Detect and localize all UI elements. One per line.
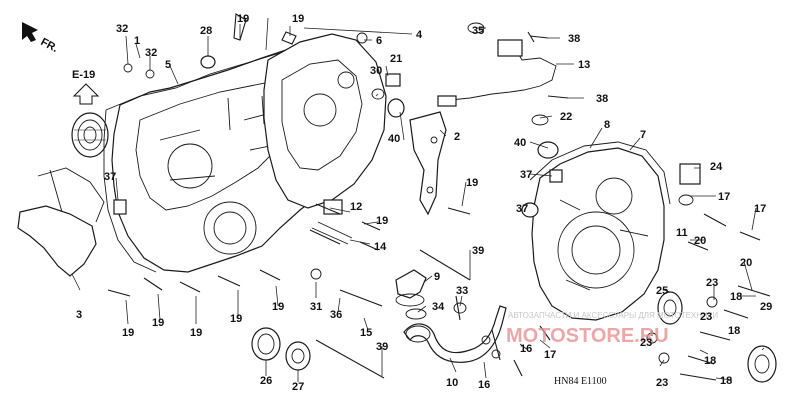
front-arrow-icon: FR. xyxy=(22,22,60,55)
callout-label: 19 xyxy=(292,13,304,25)
callout-label: 28 xyxy=(200,25,212,37)
callout-label: 24 xyxy=(710,161,723,173)
sensor-harness xyxy=(437,39,557,107)
callout-label: 23 xyxy=(706,277,718,289)
callout-label: 19 xyxy=(190,327,202,339)
callout-label: 16 xyxy=(478,379,490,391)
callout-label: 19 xyxy=(466,177,478,189)
callout-label: 14 xyxy=(374,241,387,253)
reference-label: E-19 xyxy=(72,69,95,81)
callout-label: 19 xyxy=(237,13,249,25)
callout-label: 21 xyxy=(390,53,402,65)
callout-label: 23 xyxy=(700,311,712,323)
callout-label: 31 xyxy=(310,301,322,313)
callout-label: 18 xyxy=(720,375,732,387)
callout-label: 26 xyxy=(260,375,272,387)
small-parts xyxy=(113,22,718,364)
front-label: FR. xyxy=(39,36,60,55)
callout-label: 13 xyxy=(578,59,590,71)
callout-label: 22 xyxy=(560,111,572,123)
filler-cap xyxy=(395,269,427,307)
cover-plate xyxy=(17,167,105,277)
callout-label: 17 xyxy=(754,203,766,215)
callout-label: 25 xyxy=(656,285,668,297)
callout-label: 19 xyxy=(272,301,284,313)
callout-label: 32 xyxy=(116,23,128,35)
callout-label: 9 xyxy=(434,271,440,283)
callout-label: 12 xyxy=(350,201,362,213)
callout-label: 5 xyxy=(165,59,171,71)
callout-label: 20 xyxy=(694,235,706,247)
callout-label: 1 xyxy=(134,35,140,47)
callout-label: 35 xyxy=(472,25,484,37)
bearing-icon xyxy=(71,112,109,158)
callout-label: 27 xyxy=(292,381,304,393)
bearing-26 xyxy=(251,327,281,361)
callout-label: 19 xyxy=(376,215,388,227)
callout-label: 37 xyxy=(104,171,116,183)
callout-label: 17 xyxy=(544,349,556,361)
callouts: 32 1 32 5 28 19 19 4 6 30 21 35 38 13 38… xyxy=(76,13,772,393)
leader-lines xyxy=(71,17,765,382)
callout-label: 7 xyxy=(640,129,646,141)
callout-label: 18 xyxy=(704,355,716,367)
up-arrow-icon xyxy=(72,83,100,105)
seal-29 xyxy=(747,345,777,383)
callout-label: 3 xyxy=(76,309,82,321)
callout-label: 17 xyxy=(718,191,730,203)
o-ring xyxy=(405,308,427,320)
callout-label: 34 xyxy=(432,301,445,313)
callout-label: 18 xyxy=(728,325,740,337)
callout-label: 30 xyxy=(370,65,382,77)
callout-label: 37 xyxy=(520,169,532,181)
watermark-text: АВТОЗАПЧАСТИ И АКСЕССУАРЫ ДЛЯ МОТОТЕХНИК… xyxy=(508,311,718,320)
callout-label: 2 xyxy=(454,131,460,143)
bracket xyxy=(409,111,447,216)
callout-label: 38 xyxy=(568,33,580,45)
callout-label: 4 xyxy=(416,29,423,41)
callout-label: 19 xyxy=(122,327,134,339)
oil-pipe xyxy=(403,305,507,363)
callout-label: 36 xyxy=(330,309,342,321)
callout-label: 18 xyxy=(730,291,742,303)
callout-label: 19 xyxy=(230,313,242,325)
callout-label: 33 xyxy=(456,285,468,297)
right-crankcase-cover xyxy=(529,141,671,321)
callout-label: 38 xyxy=(596,93,608,105)
callout-label: 23 xyxy=(656,377,668,389)
callout-label: 39 xyxy=(472,245,484,257)
diagram-code: HN84 E1100 xyxy=(554,376,607,387)
callout-label: 37 xyxy=(516,203,528,215)
callout-label: 10 xyxy=(446,377,458,389)
callout-label: 39 xyxy=(376,341,388,353)
callout-label: 6 xyxy=(376,35,382,47)
callout-label: 16 xyxy=(520,343,532,355)
callout-label: 8 xyxy=(604,119,610,131)
callout-label: 40 xyxy=(388,133,400,145)
watermark-brand: MOTOSTORE.RU xyxy=(506,325,669,347)
callout-label: 19 xyxy=(152,317,164,329)
callout-label: 20 xyxy=(740,257,752,269)
callout-label: 29 xyxy=(760,301,772,313)
callout-label: 40 xyxy=(514,137,526,149)
right-crankcase xyxy=(263,33,387,209)
callout-label: 15 xyxy=(360,327,372,339)
seal-27 xyxy=(285,341,311,371)
callout-label: 32 xyxy=(145,47,157,59)
callout-label: 11 xyxy=(676,227,688,239)
callout-label: 23 xyxy=(640,337,652,349)
